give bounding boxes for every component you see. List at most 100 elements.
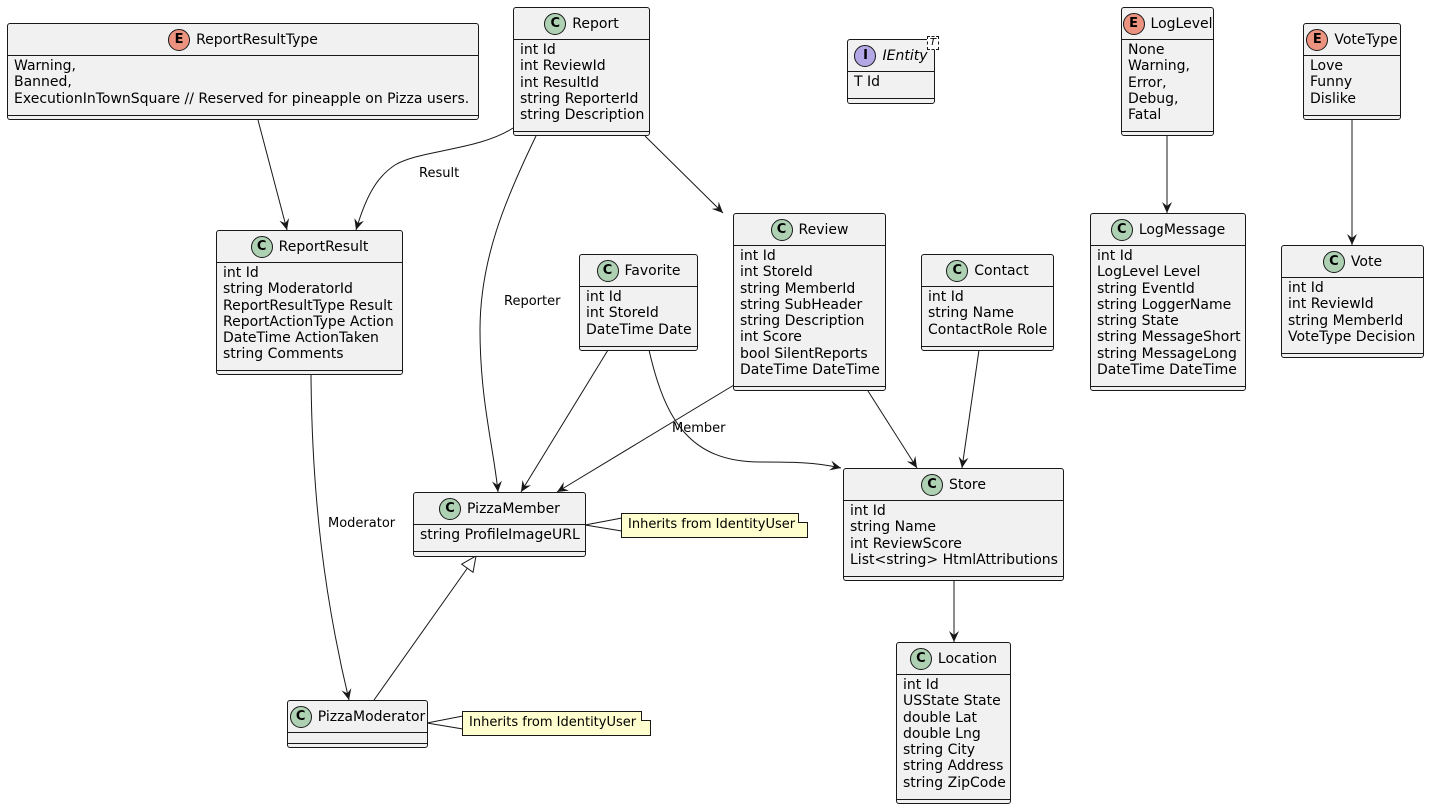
attribute-compartment: int Id int StoreId DateTime Date [580, 287, 697, 347]
attribute-compartment: int Id USState State double Lat double L… [897, 675, 1010, 800]
class-title: PizzaModerator [317, 708, 426, 725]
class-header: C Report [514, 8, 649, 40]
note-pizzamoderator: Inherits from IdentityUser [462, 711, 651, 736]
enum-votetype: E VoteType Love Funny Dislike [1303, 23, 1401, 120]
attribute: Error, [1128, 74, 1167, 91]
attribute: int ReviewId [520, 58, 606, 75]
class-title: Review [798, 221, 849, 238]
class-contact: C Contact int Id string Name ContactRole… [921, 254, 1054, 351]
class-favorite: C Favorite int Id int StoreId DateTime D… [579, 254, 698, 351]
note-pizzamember: Inherits from IdentityUser [621, 513, 808, 538]
class-stereotype-icon: C [439, 497, 462, 520]
class-stereotype-icon: C [1322, 250, 1345, 273]
attribute-compartment: T Id [848, 72, 934, 99]
class-header: C Location [897, 643, 1010, 675]
attribute-compartment [288, 733, 427, 744]
attribute: string SubHeader [740, 296, 863, 313]
attribute: None [1128, 42, 1165, 58]
class-reportresult: C ReportResult int Id string ModeratorId… [216, 230, 403, 375]
class-header: C Contact [922, 255, 1053, 287]
attribute: ReportActionType Action [223, 313, 394, 330]
attribute: int StoreId [586, 305, 659, 322]
class-header: E ReportResultType [8, 24, 478, 56]
attribute-compartment: int Id string Name int ReviewScore List<… [844, 501, 1063, 577]
attribute: string Description [520, 107, 645, 124]
class-header: C LogMessage [1091, 214, 1245, 246]
note-link-member [584, 517, 623, 532]
class-title: LogLevel [1150, 15, 1213, 32]
attribute: Dislike [1310, 90, 1356, 107]
attribute: Fatal [1128, 107, 1162, 124]
edge-label-result: Result [419, 166, 460, 181]
class-stereotype-icon: C [770, 218, 793, 241]
attribute: int Id [520, 42, 556, 58]
attribute: ReportResultType Result [223, 297, 393, 314]
class-store: C Store int Id string Name int ReviewSco… [843, 468, 1064, 581]
edge-label-reporter: Reporter [504, 294, 561, 309]
attribute: string MemberId [1288, 312, 1404, 329]
attribute: string Name [928, 305, 1014, 322]
attribute-compartment: int Id int ReviewId string MemberId Vote… [1282, 278, 1423, 354]
edge-reportresult-pizzamoderator-moderator [310, 374, 352, 701]
edge-report-reportresult-result [354, 127, 514, 231]
attribute: Funny [1310, 74, 1353, 91]
attribute-compartment: string ProfileImageURL [414, 525, 585, 552]
edge-favorite-store [648, 349, 842, 471]
attribute-compartment: int Id int ReviewId int ResultId string … [514, 40, 649, 132]
attribute: List<string> HtmlAttributions [850, 551, 1058, 568]
attribute: string ReporterId [520, 90, 639, 107]
class-review: C Review int Id int StoreId string Membe… [733, 213, 886, 391]
edge-reportresulttype-reportresult [257, 119, 290, 231]
attribute: string MessageLong [1097, 345, 1237, 362]
attribute: string EventId [1097, 280, 1195, 297]
class-header: C PizzaMember [414, 493, 585, 525]
type-parameter: T [926, 36, 939, 50]
attribute: ContactRole Role [928, 321, 1048, 338]
attribute: double Lat [903, 709, 978, 726]
attribute: int Id [850, 503, 886, 519]
attribute: DateTime Date [586, 321, 692, 338]
interface-ientity: T I IEntity T Id [847, 36, 939, 104]
attribute: int ResultId [520, 74, 599, 91]
attribute: Warning, [14, 58, 77, 74]
attribute-compartment: int Id LogLevel Level string EventId str… [1091, 246, 1245, 387]
class-header: C ReportResult [217, 231, 402, 263]
attribute: DateTime DateTime [1097, 362, 1237, 379]
class-title: Report [572, 15, 619, 32]
class-stereotype-icon: C [909, 647, 932, 670]
attribute: string LoggerName [1097, 296, 1232, 313]
class-title: VoteType [1334, 31, 1398, 48]
class-title: Favorite [624, 262, 681, 279]
class-header: C Favorite [580, 255, 697, 287]
attribute: int Id [1097, 248, 1133, 264]
class-stereotype-icon: C [544, 12, 567, 35]
attribute: int ReviewScore [850, 535, 962, 552]
attribute-compartment: Warning, Banned, ExecutionInTownSquare /… [8, 56, 478, 116]
attribute: VoteType Decision [1288, 328, 1416, 345]
attribute-compartment: Love Funny Dislike [1304, 56, 1400, 116]
attribute: string Address [903, 758, 1004, 775]
edge-report-pizzamember-reporter [479, 135, 537, 493]
class-header: C Store [844, 469, 1063, 501]
attribute: int Id [928, 289, 964, 305]
attribute: string City [903, 742, 976, 759]
class-title: Store [948, 476, 986, 493]
class-title: LogMessage [1138, 221, 1226, 238]
class-stereotype-icon: C [250, 235, 273, 258]
attribute: Warning, [1128, 58, 1191, 75]
class-header: E LogLevel [1122, 8, 1213, 40]
class-header: C Vote [1282, 246, 1423, 278]
attribute: string Comments [223, 346, 344, 363]
attribute: DateTime ActionTaken [223, 330, 379, 347]
class-location: C Location int Id USState State double L… [896, 642, 1011, 804]
attribute: string State [1097, 313, 1179, 330]
class-vote: C Vote int Id int ReviewId string Member… [1281, 245, 1424, 358]
edge-review-pizzamember-member [556, 384, 735, 493]
class-header: E VoteType [1304, 24, 1400, 56]
class-header: C PizzaModerator [288, 701, 427, 733]
class-header: C Review [734, 214, 885, 246]
attribute: int Id [586, 289, 622, 305]
attribute: int Id [1288, 280, 1324, 296]
attribute: Banned, [14, 74, 72, 91]
